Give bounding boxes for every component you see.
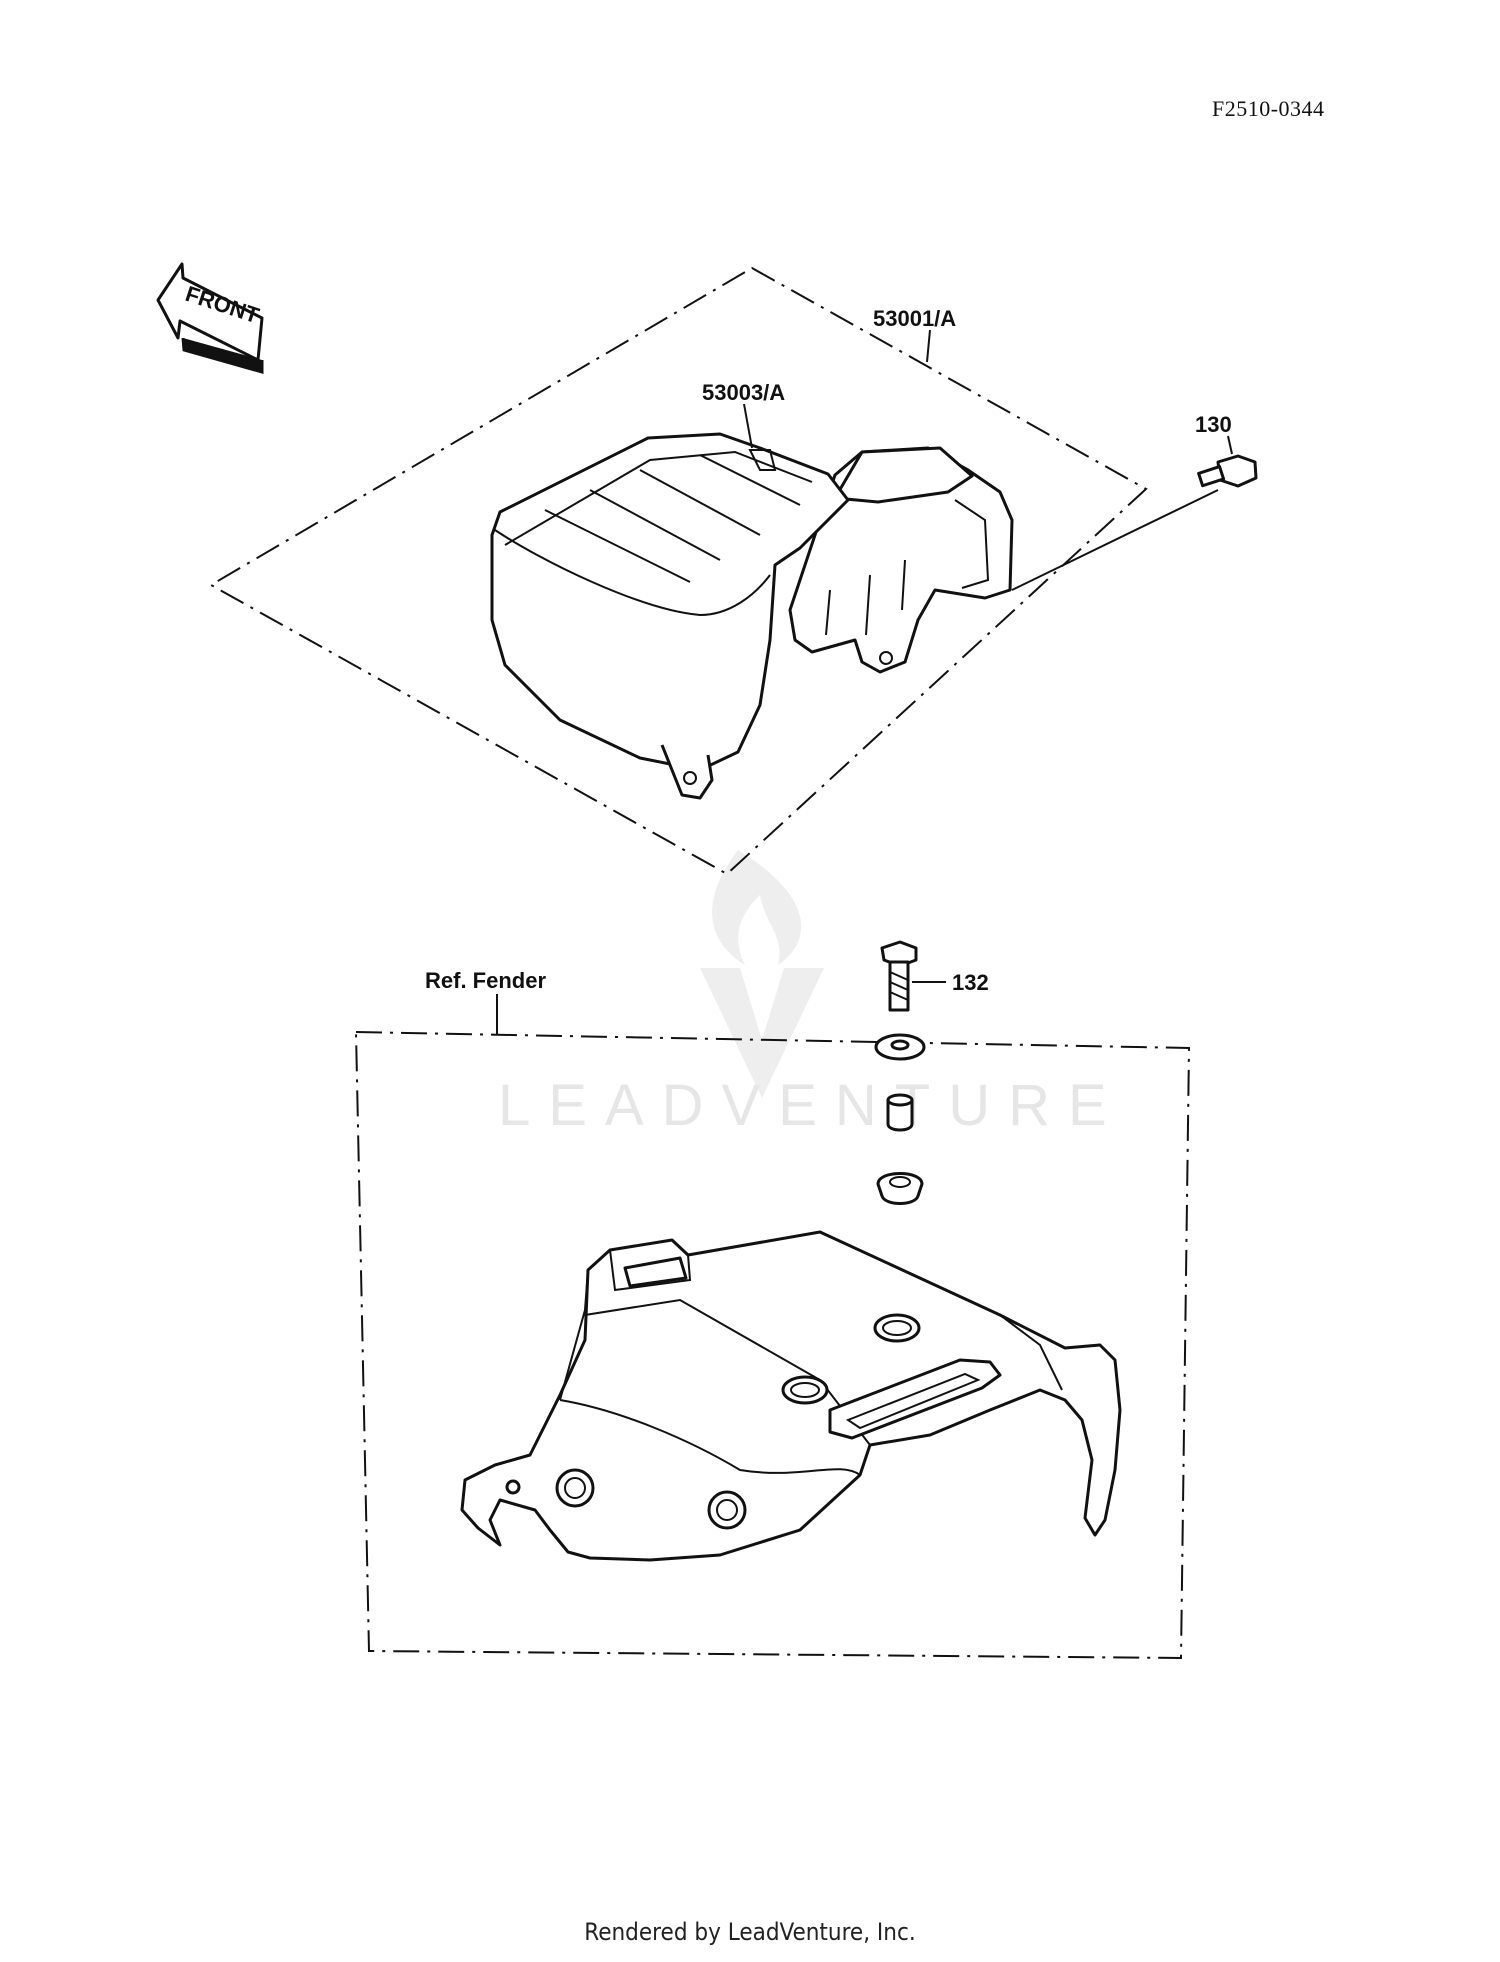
leader-53001	[926, 329, 931, 363]
watermark: LEADVENTURE	[498, 850, 1125, 1138]
grommet-icon	[876, 1172, 924, 1205]
leader-53003	[743, 403, 753, 449]
seat-drawing	[490, 432, 1014, 800]
washer-icon	[874, 1033, 926, 1061]
callout-53003-a: 53003/A	[702, 380, 785, 405]
bolt-132-icon	[880, 940, 918, 1012]
collar-icon	[886, 1093, 914, 1132]
leader-130	[1011, 489, 1219, 591]
bolt-130-icon	[1197, 454, 1258, 488]
fender-drawing	[460, 1230, 1122, 1562]
callout-53001-a: 53001/A	[873, 306, 956, 331]
footer-credit: Rendered by LeadVenture, Inc.	[584, 1918, 916, 1946]
callout-ref-fender: Ref. Fender	[425, 968, 546, 993]
front-arrow-icon: FRONT	[156, 262, 264, 374]
diagram-reference-code: F2510-0344	[1212, 96, 1325, 121]
callout-130: 130	[1195, 412, 1232, 437]
callout-132: 132	[952, 970, 989, 995]
watermark-v-icon	[700, 968, 824, 1098]
leader-130-top	[1227, 435, 1233, 455]
seat-assembly-boundary	[208, 266, 1148, 876]
watermark-flame-icon	[712, 850, 802, 965]
watermark-text: LEADVENTURE	[498, 1073, 1125, 1138]
